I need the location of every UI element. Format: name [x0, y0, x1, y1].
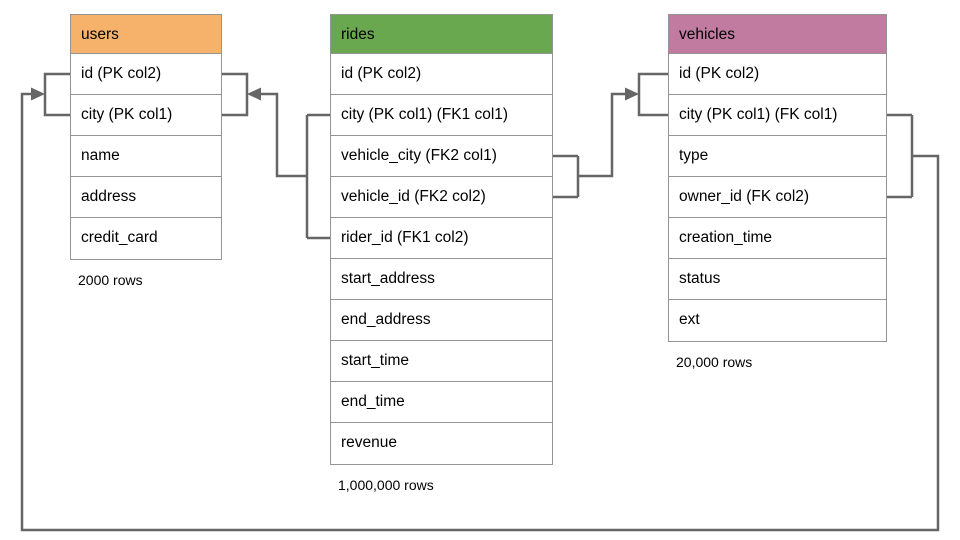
table-row: id (PK col2)	[331, 54, 552, 95]
table-row: status	[669, 259, 886, 300]
table-row: credit_card	[71, 218, 221, 259]
relationship-rides-vehicles	[553, 72, 668, 199]
table-row: start_address	[331, 259, 552, 300]
table-row: revenue	[331, 423, 552, 464]
table-row: city (PK col1)	[71, 95, 221, 136]
table-row: ext	[669, 300, 886, 341]
table-vehicles: vehicles id (PK col2)city (PK col1) (FK …	[668, 14, 887, 370]
table-rides-box: rides id (PK col2)city (PK col1) (FK1 co…	[330, 14, 553, 465]
table-rides: rides id (PK col2)city (PK col1) (FK1 co…	[330, 14, 553, 493]
table-rows: id (PK col2)city (PK col1) (FK col1)type…	[669, 54, 886, 341]
table-row: owner_id (FK col2)	[669, 177, 886, 218]
row-count-label: 2000 rows	[78, 272, 143, 288]
relationship-rides-users	[222, 72, 330, 240]
table-row: vehicle_city (FK2 col1)	[331, 136, 552, 177]
table-vehicles-box: vehicles id (PK col2)city (PK col1) (FK …	[668, 14, 887, 342]
table-row: end_time	[331, 382, 552, 423]
table-header: users	[71, 15, 221, 54]
table-row: city (PK col1) (FK col1)	[669, 95, 886, 136]
table-row: id (PK col2)	[669, 54, 886, 95]
table-rows: id (PK col2)city (PK col1) (FK1 col1)veh…	[331, 54, 552, 464]
table-row: name	[71, 136, 221, 177]
row-count-label: 20,000 rows	[676, 354, 753, 370]
table-row: city (PK col1) (FK1 col1)	[331, 95, 552, 136]
table-row: id (PK col2)	[71, 54, 221, 95]
table-row: address	[71, 177, 221, 218]
row-count-label: 1,000,000 rows	[338, 477, 434, 493]
arrowhead-right	[625, 87, 639, 101]
table-header: rides	[331, 15, 552, 54]
table-header: vehicles	[669, 15, 886, 54]
arrowhead-right	[31, 87, 45, 101]
table-row: rider_id (FK1 col2)	[331, 218, 552, 259]
table-row: type	[669, 136, 886, 177]
table-row: end_address	[331, 300, 552, 341]
arrowhead-left	[247, 87, 261, 101]
table-row: vehicle_id (FK2 col2)	[331, 177, 552, 218]
table-row: creation_time	[669, 218, 886, 259]
table-row: start_time	[331, 341, 552, 382]
